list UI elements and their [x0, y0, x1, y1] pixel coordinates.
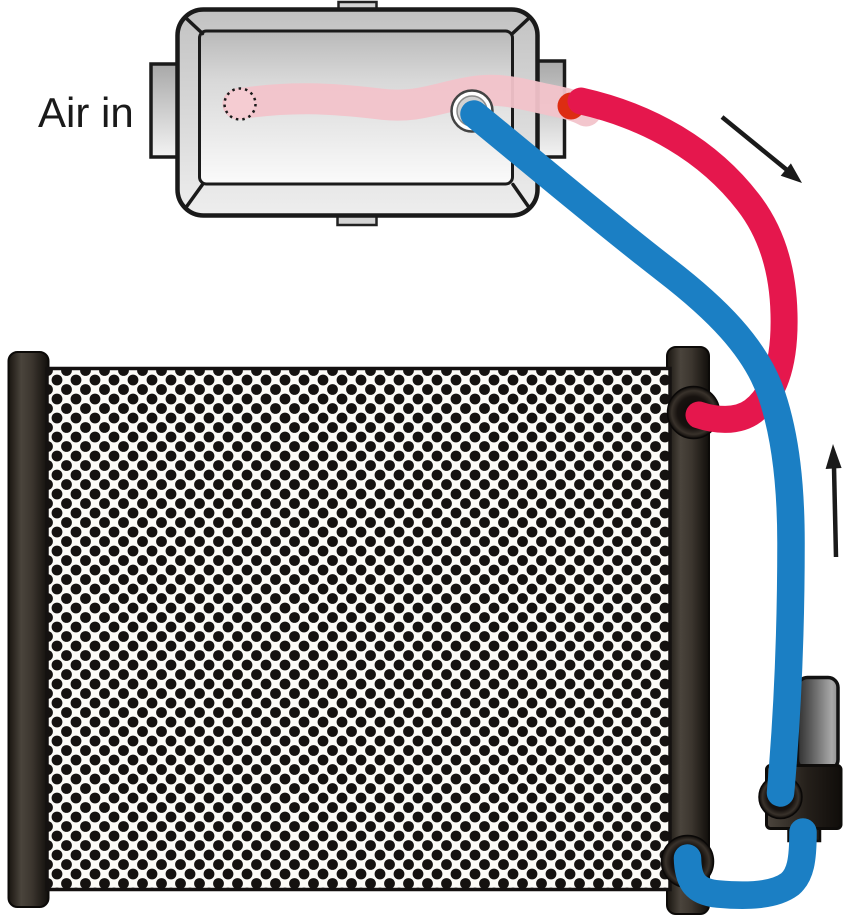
left-air-duct-flange	[149, 62, 182, 159]
cold-flow-arrowhead	[825, 444, 842, 469]
pump-motor	[795, 675, 840, 772]
bevel-line	[185, 17, 205, 36]
bevel-line	[511, 182, 530, 208]
radiator	[7, 346, 721, 915]
hot-flow-arrow-down-right-icon	[720, 115, 802, 183]
bevel-line	[510, 17, 530, 36]
radiator-left-tank	[7, 351, 50, 908]
bevel-line	[185, 182, 205, 208]
air-inlet-dotted-circle	[223, 87, 257, 121]
radiator-core	[45, 366, 672, 892]
warm-air-flow-band	[222, 74, 602, 127]
cold-flow-arrow-shaft	[831, 466, 839, 558]
hot-flow-arrowhead	[780, 163, 802, 183]
hot-flow-arrow-shaft	[720, 115, 789, 172]
pump-outlet-hose	[673, 818, 817, 909]
air-in-label: Air in	[38, 89, 134, 136]
corner-bevel-lines	[185, 17, 530, 208]
cold-flow-arrow-up-icon	[825, 444, 842, 558]
cold-hose	[460, 100, 805, 807]
hot-hose	[567, 87, 798, 433]
